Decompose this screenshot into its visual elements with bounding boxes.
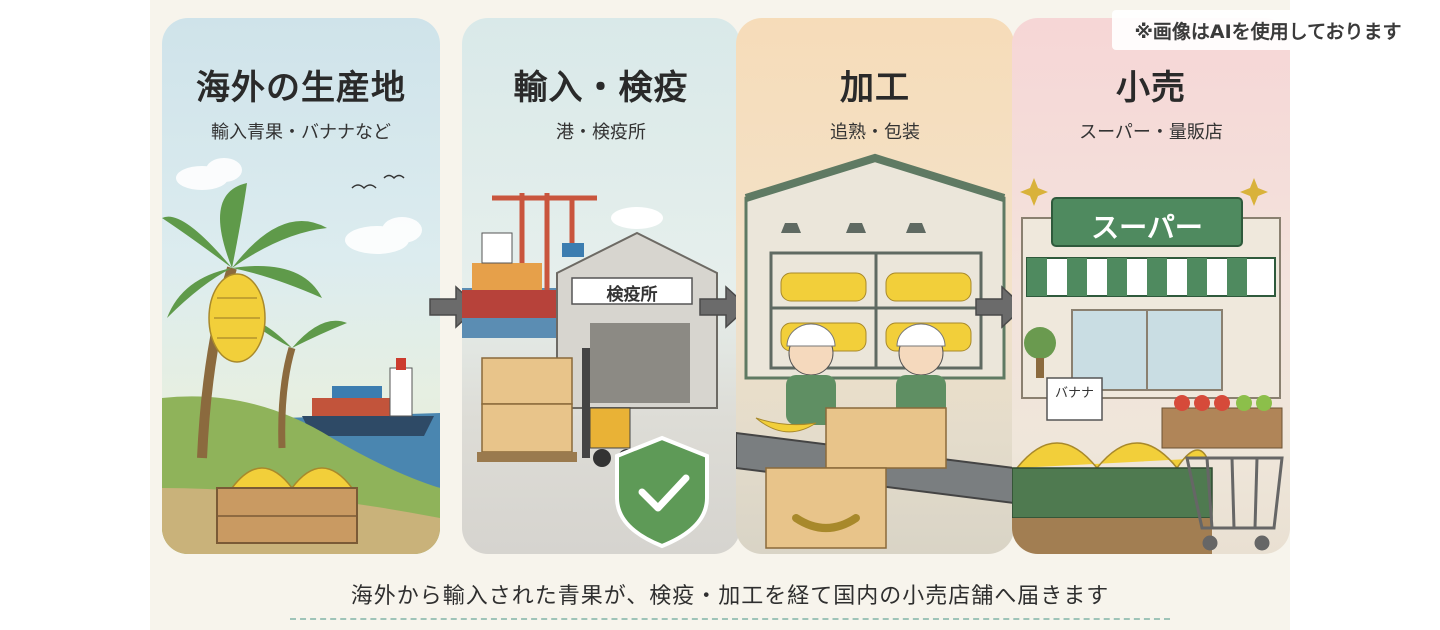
caption-text: 海外から輸入された青果が、検疫・加工を経て国内の小売店舗へ届きます: [350, 584, 1110, 609]
price-tag-label: バナナ: [1054, 386, 1094, 401]
banana-box-icon: [481, 357, 573, 453]
store-sign-label: スーパー: [1091, 211, 1203, 244]
step-subtitle: 港・検疫所: [556, 122, 646, 143]
banana-display-icon: [1012, 442, 1213, 554]
cargo-ship-icon: [462, 232, 572, 318]
shield-check-icon: [615, 435, 709, 549]
step-panel-import: 輸入・検疫 港・検疫所 検疫所: [462, 18, 740, 554]
step-subtitle: 追熟・包装: [830, 122, 920, 143]
step-panel-processing: 加工 追熟・包装: [736, 18, 1014, 554]
processing-scene: [736, 153, 1014, 549]
ai-notice: ※画像はAIを使用しております: [1112, 10, 1424, 50]
packing-box-icon: [825, 407, 947, 469]
banana-crate-icon: [216, 467, 358, 544]
shopping-cart-icon: [1185, 456, 1284, 551]
step-title: 加工: [840, 68, 910, 108]
caption-banner: 海外から輸入された青果が、検疫・加工を経て国内の小売店舗へ届きます: [260, 568, 1200, 626]
step-title: 小売: [1116, 68, 1186, 108]
import-scene: [462, 193, 718, 549]
price-tag: [1046, 377, 1103, 421]
quarantine-sign-label: 検疫所: [606, 285, 658, 305]
worker-icon: [786, 323, 836, 425]
retail-scene: [1012, 178, 1284, 554]
quarantine-sign: [571, 277, 693, 305]
caption-divider: [290, 618, 1170, 620]
banana-bunch-icon: [208, 273, 266, 363]
production-scene: [162, 158, 440, 554]
step-panel-retail: 小売 スーパー・量販店 スーパー バナナ: [1012, 18, 1290, 554]
step-subtitle: スーパー・量販店: [1079, 122, 1223, 143]
step-title: 輸入・検疫: [513, 68, 689, 108]
banana-icon: [755, 417, 817, 433]
step-title: 海外の生産地: [196, 68, 406, 108]
packing-box-icon: [765, 467, 887, 549]
cargo-ship-icon: [302, 358, 434, 436]
step-panel-production: 海外の生産地 輸入青果・バナナなど: [162, 18, 440, 554]
step-subtitle: 輸入青果・バナナなど: [211, 122, 391, 143]
